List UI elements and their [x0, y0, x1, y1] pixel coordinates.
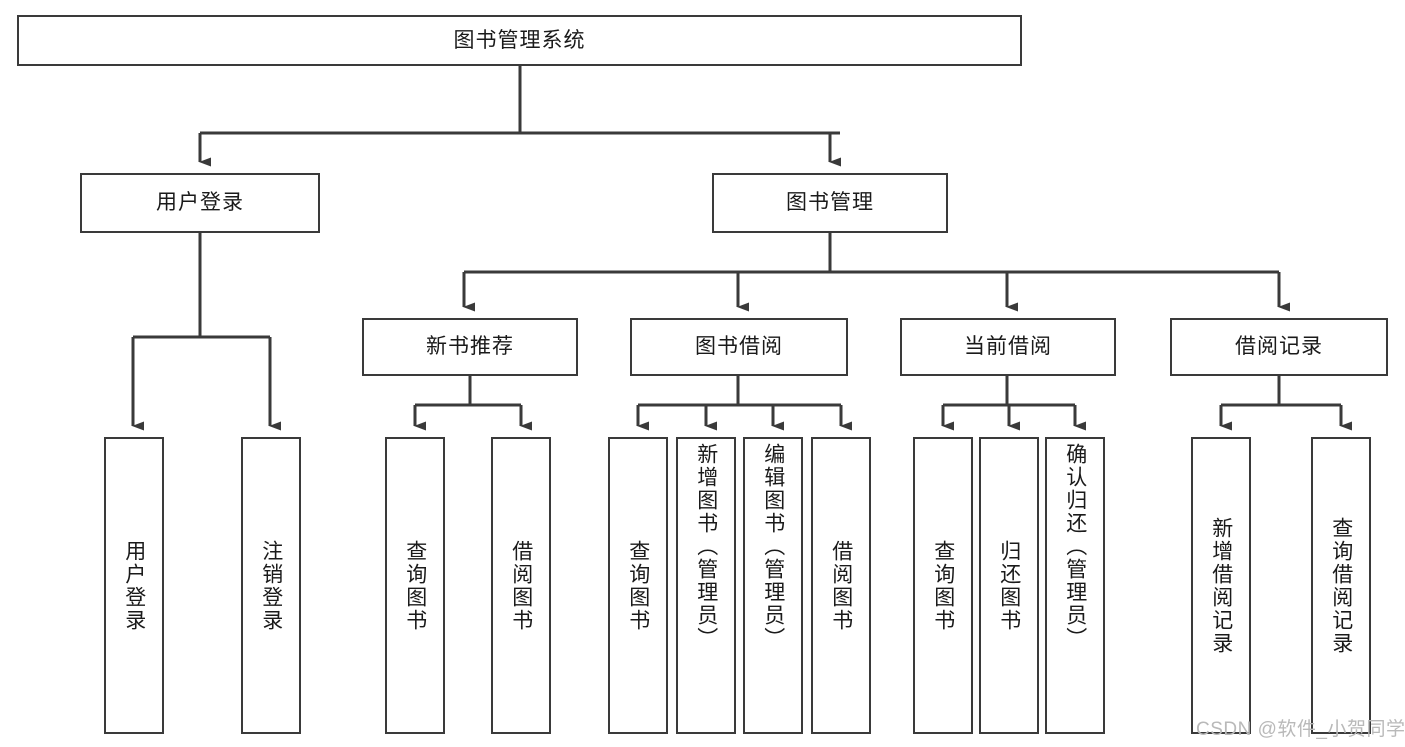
node-leaf-user-login[interactable]: 用户登录	[104, 437, 164, 734]
node-leaf-query-book-3-label: 查询图书	[931, 539, 955, 632]
node-leaf-logout-label: 注销登录	[259, 539, 283, 632]
node-leaf-borrow-book-2-label: 借阅图书	[829, 539, 853, 632]
node-leaf-add-book[interactable]: 新增图书（管理员）	[676, 437, 736, 734]
csdn-watermark: CSDN @软件_小贺同学	[1196, 719, 1405, 740]
node-user-login[interactable]: 用户登录	[80, 173, 320, 233]
node-leaf-add-book-label: 新增图书（管理员）	[694, 443, 718, 650]
node-leaf-query-book-2[interactable]: 查询图书	[608, 437, 668, 734]
node-root-label: 图书管理系统	[453, 28, 586, 52]
node-leaf-return-book[interactable]: 归还图书	[979, 437, 1039, 734]
node-book-manage[interactable]: 图书管理	[712, 173, 948, 233]
node-root[interactable]: 图书管理系统	[17, 15, 1022, 66]
node-leaf-confirm-return-label: 确认归还（管理员）	[1063, 443, 1087, 650]
node-leaf-confirm-return[interactable]: 确认归还（管理员）	[1045, 437, 1105, 734]
node-leaf-borrow-book-1[interactable]: 借阅图书	[491, 437, 551, 734]
node-leaf-query-record-label: 查询借阅记录	[1329, 516, 1353, 655]
node-leaf-query-record[interactable]: 查询借阅记录	[1311, 437, 1371, 734]
node-book-borrow-label: 图书借阅	[695, 335, 783, 359]
node-leaf-add-record-label: 新增借阅记录	[1209, 516, 1233, 655]
node-leaf-edit-book-label: 编辑图书（管理员）	[761, 443, 785, 650]
node-borrow-record-label: 借阅记录	[1235, 335, 1323, 359]
node-user-login-label: 用户登录	[156, 191, 244, 215]
node-leaf-add-record[interactable]: 新增借阅记录	[1191, 437, 1251, 734]
node-current-borrow[interactable]: 当前借阅	[900, 318, 1116, 376]
node-leaf-return-book-label: 归还图书	[997, 539, 1021, 632]
node-leaf-query-book-3[interactable]: 查询图书	[913, 437, 973, 734]
node-book-manage-label: 图书管理	[786, 191, 874, 215]
node-leaf-borrow-book-1-label: 借阅图书	[509, 539, 533, 632]
node-borrow-record[interactable]: 借阅记录	[1170, 318, 1388, 376]
node-new-book-rec-label: 新书推荐	[426, 335, 514, 359]
node-leaf-borrow-book-2[interactable]: 借阅图书	[811, 437, 871, 734]
node-leaf-query-book-1[interactable]: 查询图书	[385, 437, 445, 734]
node-new-book-rec[interactable]: 新书推荐	[362, 318, 578, 376]
node-leaf-user-login-label: 用户登录	[122, 539, 146, 632]
node-book-borrow[interactable]: 图书借阅	[630, 318, 848, 376]
node-leaf-logout[interactable]: 注销登录	[241, 437, 301, 734]
node-leaf-query-book-1-label: 查询图书	[403, 539, 427, 632]
node-leaf-query-book-2-label: 查询图书	[626, 539, 650, 632]
node-current-borrow-label: 当前借阅	[964, 335, 1052, 359]
node-leaf-edit-book[interactable]: 编辑图书（管理员）	[743, 437, 803, 734]
